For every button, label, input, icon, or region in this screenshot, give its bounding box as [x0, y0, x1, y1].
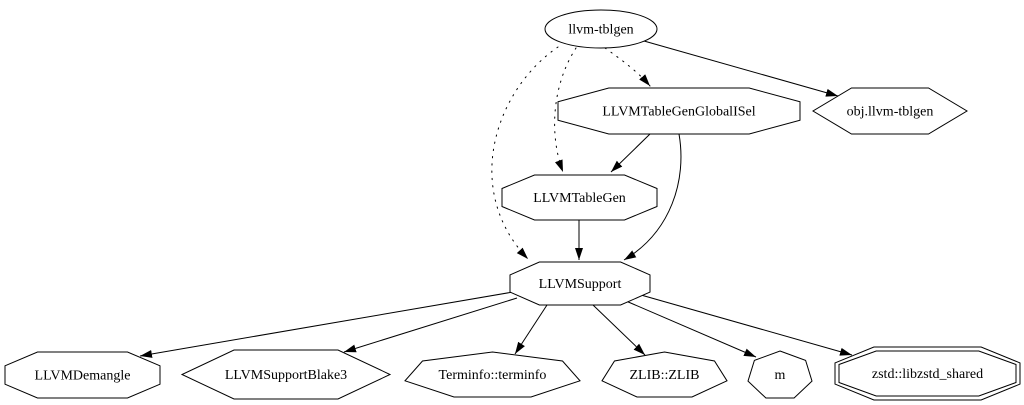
- node-zstd-libzstd_shared: zstd::libzstd_shared: [834, 346, 1021, 401]
- node-shape-inner-octagon: [838, 350, 1017, 397]
- node-shape-hexagon: [812, 87, 968, 135]
- edge-LLVMTableGenGlobalISel-to-LLVMSupport: [623, 133, 682, 261]
- node-label: obj.llvm-tblgen: [847, 105, 934, 120]
- edge-LLVMSupport-to-Terminfo-terminfo: [514, 304, 548, 355]
- edge-LLVMSupport-to-m: [625, 300, 757, 358]
- edge-llvm-tblgen-to-LLVMSupport: [491, 46, 559, 260]
- node-LLVMTableGenGlobalISel: LLVMTableGenGlobalISel: [557, 87, 801, 135]
- node-label: LLVMSupport: [539, 277, 622, 292]
- node-label: LLVMTableGen: [533, 191, 626, 206]
- node-LLVMSupportBlake3: LLVMSupportBlake3: [180, 349, 392, 400]
- node-shape-ellipse: [544, 9, 658, 49]
- edge-llvm-tblgen-to-LLVMTableGen: [554, 47, 577, 173]
- node-shape-septagon: [404, 351, 581, 398]
- edge-LLVMSupport-to-zstd-libzstd_shared: [640, 294, 853, 356]
- node-label: LLVMTableGenGlobalISel: [602, 105, 755, 120]
- node-label: ZLIB::ZLIB: [630, 368, 700, 383]
- node-obj-llvm-tblgen: obj.llvm-tblgen: [812, 87, 968, 135]
- node-label: LLVMDemangle: [35, 369, 131, 384]
- node-shape-hexagon: [180, 349, 392, 400]
- node-LLVMTableGen: LLVMTableGen: [501, 174, 658, 221]
- node-label: zstd::libzstd_shared: [872, 367, 983, 382]
- node-m: m: [747, 350, 813, 399]
- node-LLVMSupport: LLVMSupport: [509, 261, 651, 306]
- edge-LLVMSupport-to-LLVMSupportBlake3: [343, 297, 518, 353]
- node-llvm-tblgen: llvm-tblgen: [544, 9, 658, 49]
- edge-llvm-tblgen-to-obj-llvm-tblgen: [643, 40, 839, 97]
- node-shape-octagon: [557, 87, 801, 135]
- node-shape-octagon: [4, 351, 161, 399]
- edge-LLVMSupport-to-ZLIB-ZLIB: [592, 304, 646, 356]
- node-Terminfo-terminfo: Terminfo::terminfo: [404, 351, 581, 398]
- node-label: llvm-tblgen: [568, 23, 633, 38]
- edges-layer: [139, 40, 853, 358]
- node-label: Terminfo::terminfo: [439, 368, 547, 383]
- node-label: LLVMSupportBlake3: [225, 368, 347, 383]
- edge-LLVMSupport-to-LLVMDemangle: [139, 291, 514, 358]
- edge-LLVMTableGenGlobalISel-to-LLVMTableGen: [610, 133, 651, 173]
- node-label: m: [775, 368, 786, 383]
- node-LLVMDemangle: LLVMDemangle: [4, 351, 161, 399]
- node-shape-septagon: [601, 351, 728, 398]
- node-shape-octagon: [501, 174, 658, 221]
- edge-llvm-tblgen-to-LLVMTableGenGlobalISel: [604, 47, 651, 87]
- node-shape-septagon: [747, 350, 813, 399]
- node-shape-octagon: [509, 261, 651, 306]
- node-ZLIB-ZLIB: ZLIB::ZLIB: [601, 351, 728, 398]
